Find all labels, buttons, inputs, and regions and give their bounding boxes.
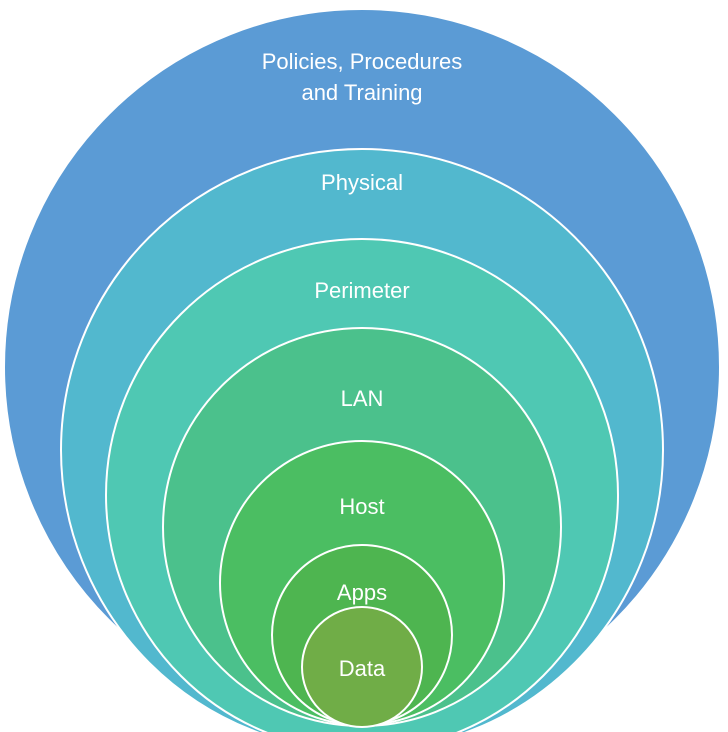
layer-data-label: Data xyxy=(339,656,386,681)
layer-policies-label-line2: and Training xyxy=(301,80,422,105)
layer-apps-label: Apps xyxy=(337,580,387,605)
layer-lan-label: LAN xyxy=(341,386,384,411)
layer-physical-label: Physical xyxy=(321,170,403,195)
layer-policies-label: Policies, Procedures xyxy=(262,49,463,74)
layer-host-label: Host xyxy=(339,494,384,519)
layer-data-circle xyxy=(301,606,423,728)
layer-perimeter-label: Perimeter xyxy=(314,278,409,303)
